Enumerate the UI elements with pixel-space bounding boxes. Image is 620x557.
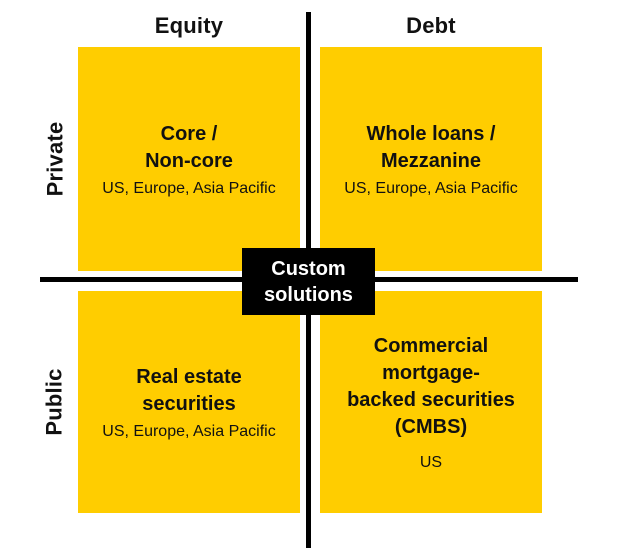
quadrant-public-debt-title: Commercial mortgage- backed securities (… bbox=[347, 334, 515, 438]
column-header-debt: Debt bbox=[406, 13, 456, 38]
center-badge-label: Custom solutions bbox=[264, 257, 353, 306]
quadrant-public-equity-regions: US, Europe, Asia Pacific bbox=[102, 422, 276, 440]
quadrant-public-equity: Real estate securities US, Europe, Asia … bbox=[78, 291, 300, 513]
center-badge: Custom solutions bbox=[242, 248, 375, 315]
row-header-public-label: Public bbox=[42, 368, 67, 436]
quadrant-private-debt-title: Whole loans / Mezzanine bbox=[366, 122, 496, 172]
quadrant-private-equity-title: Core / Non-core bbox=[145, 122, 233, 172]
quadrant-private-equity: Core / Non-core US, Europe, Asia Pacific bbox=[78, 47, 300, 271]
quadrant-private-debt-regions: US, Europe, Asia Pacific bbox=[344, 179, 518, 197]
row-header-private: Private bbox=[32, 47, 78, 271]
row-header-private-label: Private bbox=[42, 121, 67, 197]
quadrant-private-debt: Whole loans / Mezzanine US, Europe, Asia… bbox=[320, 47, 542, 271]
quadrant-public-debt-regions: US bbox=[419, 453, 443, 471]
quadrant-public-equity-title: Real estate securities bbox=[136, 365, 242, 415]
quadrant-private-equity-regions: US, Europe, Asia Pacific bbox=[102, 179, 276, 197]
quadrant-public-debt: Commercial mortgage- backed securities (… bbox=[320, 291, 542, 513]
row-header-public: Public bbox=[32, 291, 78, 513]
column-header-equity: Equity bbox=[154, 13, 224, 38]
